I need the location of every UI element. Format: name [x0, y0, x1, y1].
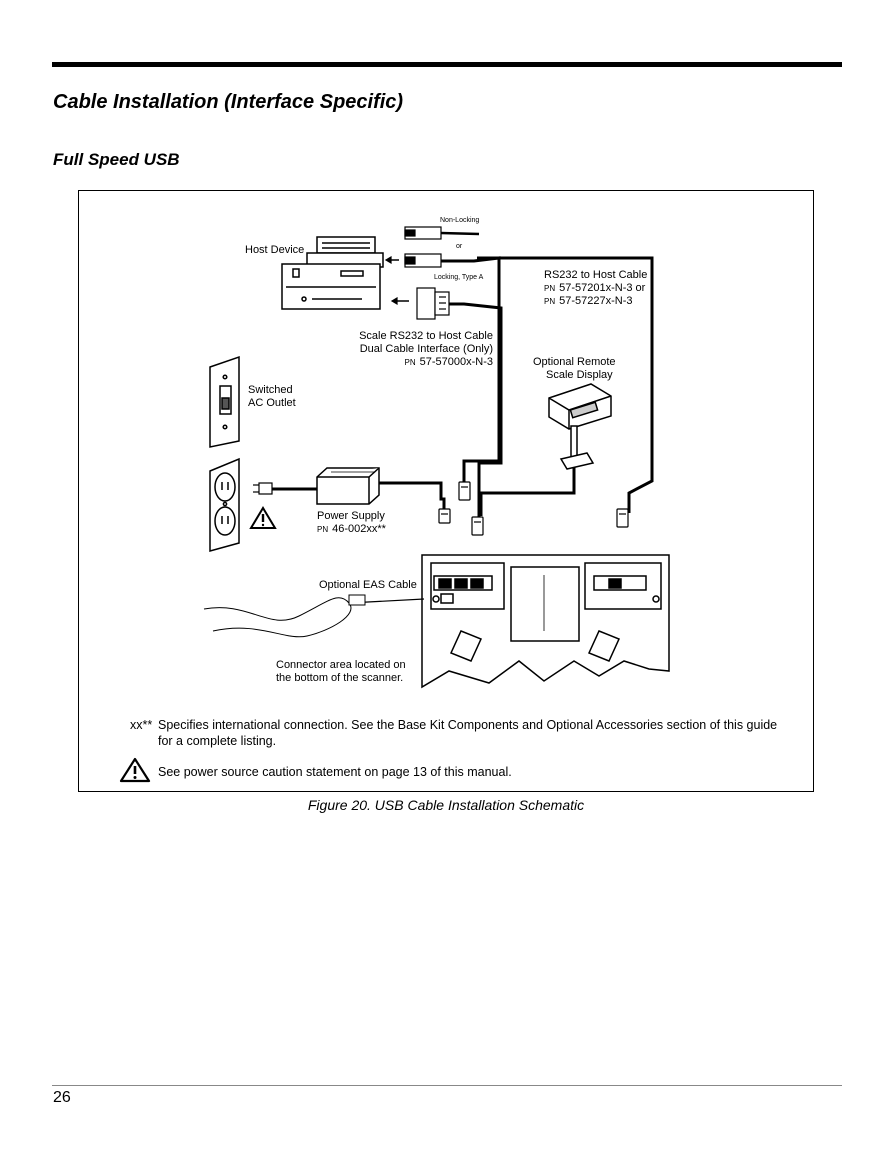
caution-text: See power source caution statement on pa…	[158, 765, 512, 779]
page-number: 26	[53, 1089, 71, 1106]
label-eas-cable: Optional EAS Cable	[319, 579, 417, 591]
label-connector-area-2: the bottom of the scanner.	[276, 672, 403, 684]
power-supply-brick	[316, 467, 380, 505]
figure-caption: Figure 20. USB Cable Installation Schema…	[307, 797, 585, 813]
label-dual-cable-interface: Dual Cable Interface (Only)	[360, 343, 493, 355]
host-device	[281, 236, 384, 310]
label-power-supply: Power Supply	[317, 510, 385, 522]
power-cable	[371, 481, 446, 514]
top-rule	[52, 62, 842, 67]
db9-connector	[390, 287, 450, 320]
rj-connector	[616, 508, 629, 528]
international-note: xx** Specifies international connection.…	[130, 717, 790, 749]
rj-connector	[458, 481, 471, 501]
cable-lines	[272, 256, 654, 518]
switched-outlet	[209, 355, 240, 448]
label-scale-display: Scale Display	[546, 369, 613, 381]
section-title: Cable Installation (Interface Specific)	[53, 91, 404, 113]
cable-connectors	[438, 481, 629, 536]
remote-display-cable	[479, 464, 576, 516]
label-optional-remote: Optional Remote	[533, 356, 616, 368]
remote-scale-display	[548, 383, 612, 470]
scale-rs232-cable	[448, 302, 503, 518]
label-scale-rs232-cable: Scale RS232 to Host Cable	[359, 330, 493, 342]
intl-mark: xx**	[130, 718, 153, 732]
usb-host-cable	[441, 256, 501, 482]
label-switched: Switched	[248, 384, 293, 396]
bottom-rule	[52, 1085, 842, 1086]
label-rs232-host-cable: RS232 to Host Cable	[544, 269, 647, 281]
label-host-device: Host Device	[245, 244, 304, 256]
label-locking-type-a: Locking, Type A	[434, 274, 484, 281]
usb-cable-schematic: Host Device Non-Locking or Locking, Type…	[203, 217, 670, 689]
subsection-title: Full Speed USB	[53, 150, 180, 169]
rj-connector	[471, 516, 484, 536]
label-non-locking: Non-Locking	[440, 217, 479, 224]
scanner-base	[421, 554, 670, 689]
intl-note-text: Specifies international connection. See …	[158, 718, 778, 748]
label-ac-outlet: AC Outlet	[248, 397, 296, 409]
usb-connectors	[384, 226, 480, 268]
caution-triangle-icon	[119, 757, 151, 783]
duplex-receptacle	[209, 457, 240, 552]
warning-triangle-icon	[249, 506, 277, 529]
figure-frame: Host Device Non-Locking or Locking, Type…	[78, 190, 814, 792]
ac-plug	[253, 482, 273, 495]
rj-connector	[438, 508, 451, 524]
eas-cable	[203, 594, 425, 638]
label-or: or	[456, 243, 463, 250]
label-connector-area-1: Connector area located on	[276, 659, 406, 671]
rs232-host-cable	[477, 256, 654, 513]
